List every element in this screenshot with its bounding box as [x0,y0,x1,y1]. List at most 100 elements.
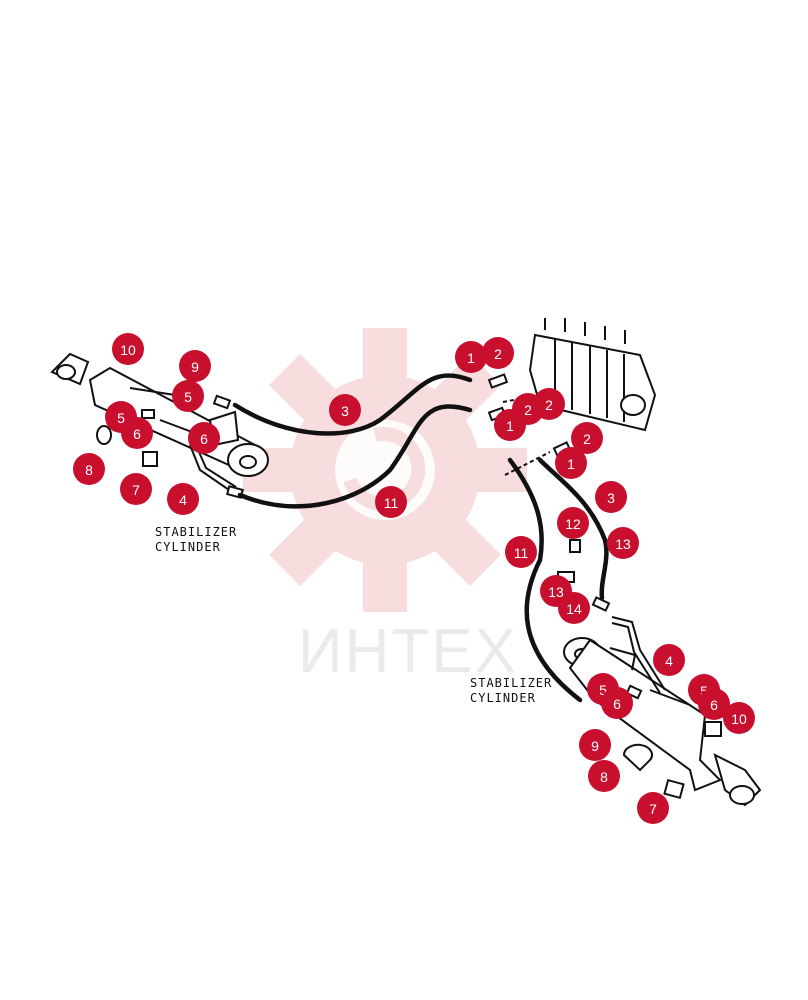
callout-number: 11 [514,545,529,561]
callout-number: 1 [467,350,475,366]
right-label-line2: CYLINDER [470,691,536,705]
callout-marker [455,341,487,373]
callout-number: 6 [200,431,208,447]
right-label-line1: STABILIZER [470,676,552,690]
callout-number: 3 [341,403,349,419]
left-label-line1: STABILIZER [155,525,237,539]
callout-12[interactable]: 12 [557,507,589,539]
callout-6[interactable]: 6 [188,422,220,454]
callout-number: 7 [649,801,657,817]
callout-marker [723,702,755,734]
callout-11[interactable]: 11 [375,486,407,518]
callout-3[interactable]: 3 [595,481,627,513]
callout-number: 8 [85,462,93,478]
callout-marker [375,486,407,518]
callout-number: 1 [567,456,575,472]
callout-6[interactable]: 6 [601,687,633,719]
callout-10[interactable]: 10 [723,702,755,734]
callout-number: 6 [710,697,718,713]
callout-4[interactable]: 4 [167,483,199,515]
callout-number: 2 [583,431,591,447]
callout-number: 1 [506,418,514,434]
callout-marker [112,333,144,365]
callout-marker [555,447,587,479]
callout-number: 13 [548,584,564,600]
callout-number: 5 [700,683,708,699]
callout-marker [571,422,603,454]
callout-7[interactable]: 7 [637,792,669,824]
callout-13[interactable]: 13 [607,527,639,559]
callout-marker [601,687,633,719]
hose-3-left [232,373,473,436]
right-pipe [611,616,666,694]
callout-number: 7 [132,482,140,498]
callout-number: 6 [613,696,621,712]
callout-marker [329,394,361,426]
callout-8[interactable]: 8 [73,453,105,485]
callout-number: 5 [184,389,192,405]
callout-10[interactable]: 10 [112,333,144,365]
callout-marker [494,409,526,441]
callout-6[interactable]: 6 [121,417,153,449]
left-label-line2: CYLINDER [155,540,221,554]
callout-marker [73,453,105,485]
callout-number: 11 [384,495,399,511]
callout-marker [167,483,199,515]
callout-1[interactable]: 1 [494,409,526,441]
right-stabilizer-label: STABILIZER CYLINDER [470,676,552,705]
callout-number: 9 [591,738,599,754]
callout-number: 10 [731,711,747,727]
callout-number: 10 [120,342,136,358]
callout-number: 13 [615,536,631,552]
callout-7[interactable]: 7 [120,473,152,505]
callout-14[interactable]: 14 [558,592,590,624]
right-fittings [557,539,722,800]
callout-marker [179,350,211,382]
hose-3-right [537,457,609,601]
callout-marker [188,422,220,454]
gear-logo-icon [243,328,527,612]
callout-number: 2 [494,346,502,362]
callout-2[interactable]: 2 [482,337,514,369]
callout-9[interactable]: 9 [579,729,611,761]
callout-marker [121,417,153,449]
callout-number: 4 [179,492,187,508]
callout-8[interactable]: 8 [588,760,620,792]
callout-number: 5 [599,682,607,698]
callout-number: 6 [133,426,141,442]
callout-marker [558,592,590,624]
left-stabilizer-label: STABILIZER CYLINDER [155,525,237,554]
callout-2[interactable]: 2 [571,422,603,454]
callout-marker [607,527,639,559]
watermark: ИНТЕХ [243,328,527,686]
callout-6[interactable]: 6 [698,688,730,720]
callout-marker [653,644,685,676]
callout-marker [172,380,204,412]
callout-5[interactable]: 5 [172,380,204,412]
callout-number: 12 [565,516,581,532]
callout-4[interactable]: 4 [653,644,685,676]
callout-marker [588,760,620,792]
callout-1[interactable]: 1 [455,341,487,373]
callout-marker [557,507,589,539]
hose-11-left [237,404,473,509]
callout-number: 5 [117,410,125,426]
callout-marker [698,688,730,720]
callout-marker [595,481,627,513]
callout-marker [579,729,611,761]
callout-marker [482,337,514,369]
hose-11-right [507,457,583,703]
callout-number: 8 [600,769,608,785]
callout-marker [505,536,537,568]
callout-number: 9 [191,359,199,375]
callout-1[interactable]: 1 [555,447,587,479]
callout-number: 4 [665,653,673,669]
callout-marker [637,792,669,824]
callout-number: 2 [545,397,553,413]
callout-11[interactable]: 11 [505,536,537,568]
callout-number: 14 [566,601,582,617]
callout-9[interactable]: 9 [179,350,211,382]
callout-3[interactable]: 3 [329,394,361,426]
